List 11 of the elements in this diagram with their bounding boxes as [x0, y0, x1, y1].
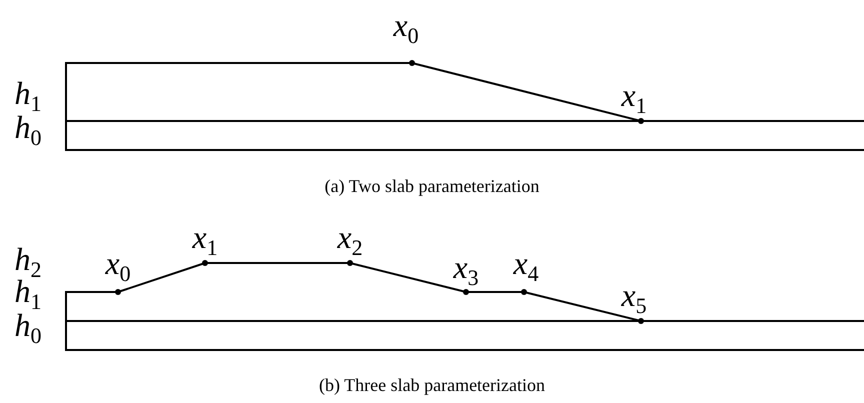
caption: (b) Three slab parameterization: [318, 376, 546, 394]
math-label: x$_{1}$: [621, 78, 647, 118]
math-label: x$_{5}$: [621, 278, 647, 318]
math-label: x$_{0}$: [393, 8, 419, 48]
math-label: x$_{0}$: [105, 246, 131, 286]
math-label: x$_{1}$: [192, 220, 218, 260]
math-label: x$_{4}$: [513, 246, 539, 286]
math-label: x$_{2}$: [337, 220, 363, 260]
math-label: h$_{0}$: [14, 308, 42, 348]
math-label: x$_{3}$: [453, 250, 479, 290]
caption: (a) Two slab parameterization: [324, 177, 540, 195]
